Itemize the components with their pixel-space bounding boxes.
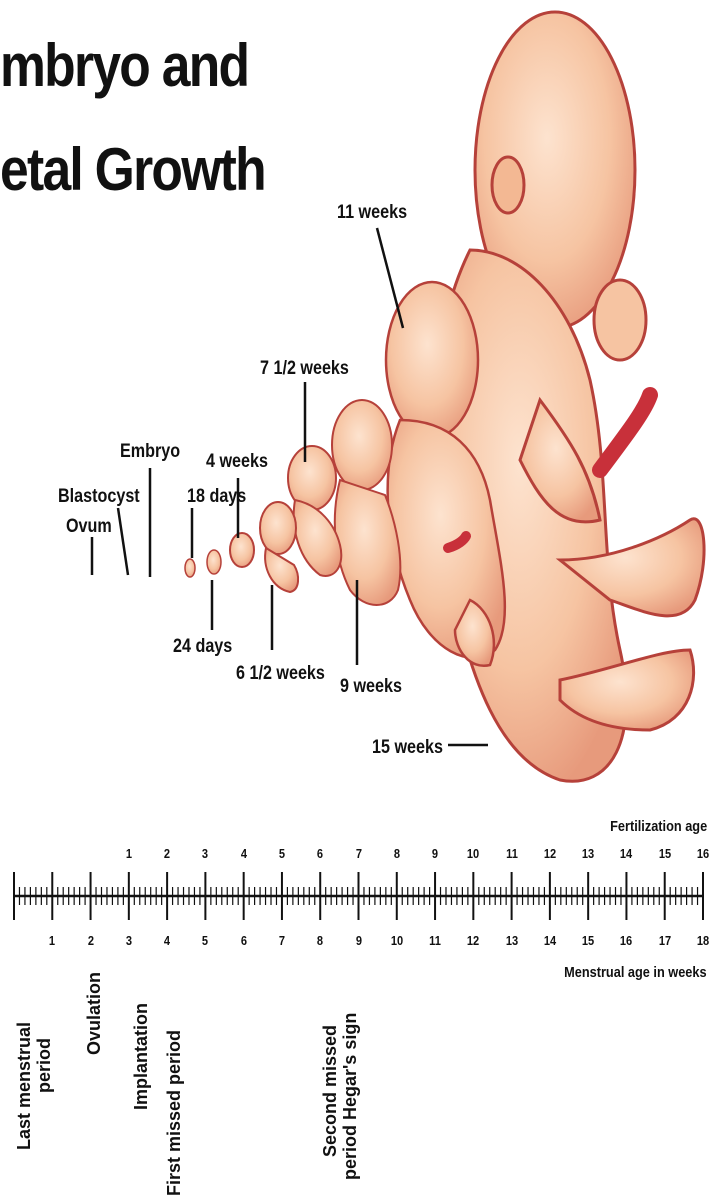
fertilization-tick-label: 5: [273, 847, 290, 860]
label-ovum: Ovum: [66, 517, 112, 536]
embryo-18-days-figure: [185, 559, 195, 577]
age-scale: [0, 866, 709, 926]
fertilization-tick-label: 13: [580, 847, 597, 860]
label-4-weeks: 4 weeks: [206, 452, 268, 471]
fertilization-age-label: Fertilization age: [610, 819, 707, 834]
label-blastocyst: Blastocyst: [58, 487, 140, 506]
event-last-menstrual-period-line-1: Last menstrual: [14, 1022, 34, 1150]
menstrual-tick-label: 7: [273, 934, 290, 947]
menstrual-tick-label: 2: [82, 934, 99, 947]
fertilization-tick-label: 6: [312, 847, 329, 860]
menstrual-tick-label: 13: [503, 934, 520, 947]
menstrual-tick-label: 1: [44, 934, 61, 947]
fertilization-tick-label: 12: [541, 847, 558, 860]
label-24-days: 24 days: [173, 637, 232, 656]
menstrual-tick-label: 15: [580, 934, 597, 947]
event-implantation: Implantation: [131, 1003, 151, 1110]
label-embryo: Embryo: [120, 442, 180, 461]
menstrual-tick-label: 4: [159, 934, 176, 947]
embryo-4-weeks-figure: [230, 533, 254, 567]
menstrual-tick-label: 8: [312, 934, 329, 947]
embryo-7-5-weeks-figure: [288, 446, 341, 576]
fertilization-tick-label: 14: [618, 847, 635, 860]
fertilization-tick-label: 4: [235, 847, 252, 860]
umbilical-cord-15: [600, 395, 650, 470]
label-7-5-weeks: 7 1/2 weeks: [260, 359, 349, 378]
label-6-5-weeks: 6 1/2 weeks: [236, 664, 325, 683]
fertilization-tick-label: 9: [427, 847, 444, 860]
menstrual-tick-label: 12: [465, 934, 482, 947]
label-15-weeks: 15 weeks: [372, 738, 443, 757]
fertilization-tick-label: 7: [350, 847, 367, 860]
menstrual-age-label: Menstrual age in weeks: [565, 965, 707, 980]
menstrual-tick-label: 17: [656, 934, 673, 947]
embryo-6-5-weeks-figure: [260, 502, 298, 592]
menstrual-tick-label: 14: [541, 934, 558, 947]
label-18-days: 18 days: [187, 487, 246, 506]
fertilization-tick-label: 11: [503, 847, 520, 860]
menstrual-tick-label: 9: [350, 934, 367, 947]
event-first-missed-period: First missed period: [164, 1030, 184, 1196]
label-9-weeks: 9 weeks: [340, 677, 402, 696]
menstrual-tick-label: 16: [618, 934, 635, 947]
menstrual-tick-label: 5: [197, 934, 214, 947]
menstrual-tick-label: 11: [427, 934, 444, 947]
fertilization-tick-label: 10: [465, 847, 482, 860]
menstrual-tick-label: 18: [695, 934, 709, 947]
menstrual-tick-label: 3: [120, 934, 137, 947]
menstrual-tick-label: 10: [388, 934, 405, 947]
fertilization-tick-label: 15: [656, 847, 673, 860]
leader-11-weeks: [377, 228, 403, 328]
event-second-missed-line-1: Second missed: [320, 1025, 340, 1157]
embryo-24-days-figure: [207, 550, 221, 574]
fertilization-tick-label: 2: [159, 847, 176, 860]
fertilization-tick-label: 8: [388, 847, 405, 860]
leader-blastocyst: [118, 508, 128, 575]
event-last-menstrual-period-line-2: period: [34, 1038, 54, 1093]
label-11-weeks: 11 weeks: [337, 203, 407, 222]
fertilization-tick-label: 16: [695, 847, 709, 860]
menstrual-tick-label: 6: [235, 934, 252, 947]
fertilization-tick-label: 1: [120, 847, 137, 860]
event-ovulation: Ovulation: [84, 972, 104, 1055]
fertilization-tick-label: 3: [197, 847, 214, 860]
event-second-missed-line-2: period Hegar's sign: [340, 1013, 360, 1180]
